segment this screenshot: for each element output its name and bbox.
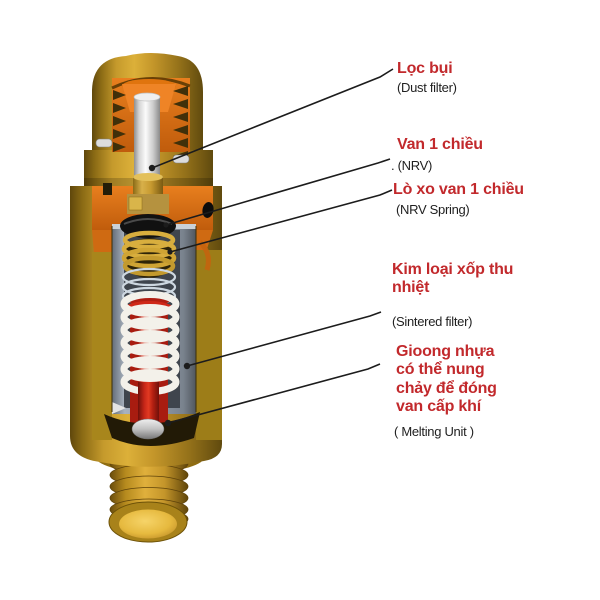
leader-line-melting-unit (167, 363, 381, 424)
nrv-valve-plug (127, 173, 169, 214)
melting-unit-lower (138, 382, 159, 426)
label-sintered-filter: Kim loại xốp thu nhiệt (Sintered filter) (392, 261, 513, 329)
leader-dot-sintered-filter (183, 362, 191, 370)
outlet-opening (119, 509, 177, 539)
body-wall-cut-left (92, 252, 112, 440)
plug-tab (128, 196, 143, 211)
label-nrv-spring: Lò xo van 1 chiều (NRV Spring) (393, 181, 524, 217)
plug-stem (133, 176, 163, 196)
gold-coil (121, 247, 177, 269)
label-melting-unit-title: Gioong nhựa có thể nung chảy để đóng van… (396, 343, 497, 416)
body-cutaway (92, 152, 222, 446)
valve-seat-ball (131, 418, 165, 440)
white-coil (120, 291, 180, 317)
cap-thread-zigzag-left (113, 90, 126, 152)
label-melting-unit: Gioong nhựa có thể nung chảy để đóng van… (394, 343, 497, 439)
main-spring (120, 291, 180, 395)
label-dust-filter-subtitle: (Dust filter) (397, 80, 457, 96)
label-nrv-spring-subtitle: (NRV Spring) (396, 202, 470, 218)
cap-thread-zigzag-right (173, 86, 188, 161)
side-pin-left (95, 138, 113, 148)
label-sintered-filter-subtitle: (Sintered filter) (392, 313, 473, 329)
valve-assembly (70, 53, 222, 543)
leader-dot-melting-unit (164, 419, 172, 427)
label-nrv-title: Van 1 chiều (397, 136, 483, 153)
white-coil (120, 330, 180, 356)
fine-coil (121, 267, 177, 287)
leader-dot-dust-filter (148, 164, 156, 172)
plug-stem-top (133, 173, 163, 181)
label-melting-unit-subtitle: ( Melting Unit ) (394, 423, 474, 439)
body-pin-dark (103, 183, 112, 195)
leader-line-nrv (165, 158, 391, 226)
label-nrv-subtitle: . (NRV) (391, 158, 432, 174)
white-coil (120, 343, 180, 369)
label-nrv: Van 1 chiều . (NRV) (391, 136, 483, 173)
body-wall-cut-right (196, 250, 222, 440)
label-sintered-filter-title: Kim loại xốp thu nhiệt (392, 261, 514, 297)
leader-dot-nrv (163, 222, 169, 228)
label-dust-filter: Lọc bụi (Dust filter) (397, 60, 457, 95)
oring-highlight (123, 218, 173, 225)
white-coil (120, 317, 180, 343)
label-nrv-spring-title: Lò xo van 1 chiều (393, 181, 524, 198)
gold-disc-stack (121, 230, 177, 278)
leader-lines (148, 68, 394, 427)
white-coil (120, 304, 180, 330)
leader-line-dust-filter (151, 68, 394, 169)
dust-filter-top (133, 92, 161, 102)
leader-line-sintered-filter (186, 311, 382, 367)
leader-dot-nrv-spring (167, 249, 173, 255)
gold-coil (122, 230, 176, 250)
label-dust-filter-title: Lọc bụi (397, 60, 453, 77)
gold-coil (122, 255, 176, 277)
white-coil (120, 356, 180, 382)
tube-bottom-chip (112, 402, 126, 414)
cap-cutaway (111, 77, 191, 180)
cap-cavity-arc (111, 77, 191, 90)
leader-line-nrv-spring (169, 189, 393, 253)
